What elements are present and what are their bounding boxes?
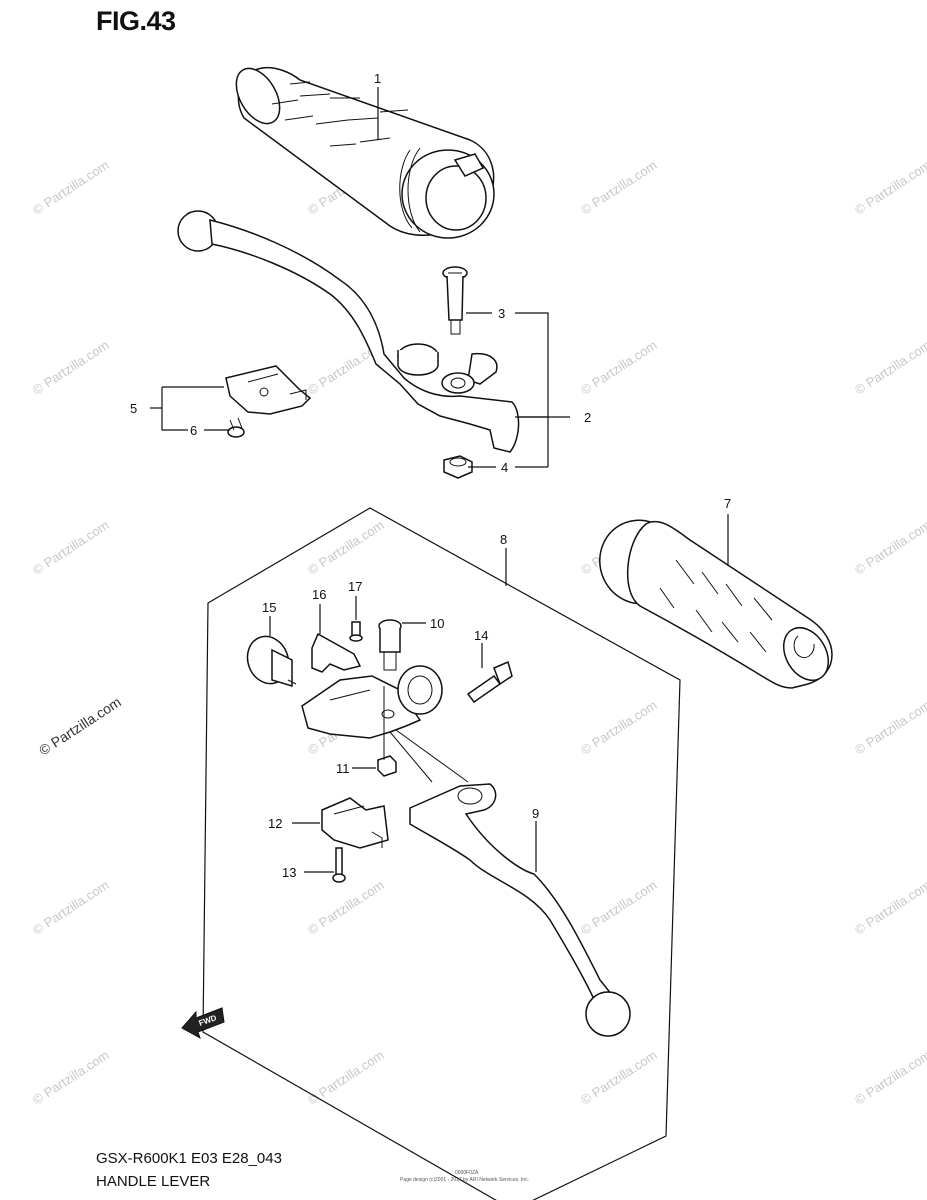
- copyright-note: Page design (c)2001 - 2017 by ARI Networ…: [400, 1177, 529, 1183]
- callout-5: 5: [130, 401, 137, 416]
- model-code: GSX-R600K1 E03 E28_043: [96, 1150, 282, 1167]
- nut-part[interactable]: [443, 455, 473, 479]
- clutch-lever-part[interactable]: [409, 783, 631, 1037]
- leader-lines: [150, 87, 729, 873]
- callout-6: 6: [190, 423, 197, 438]
- callout-7: 7: [724, 496, 731, 511]
- callout-15: 15: [262, 600, 276, 615]
- tiny-code: 0000F0ZA: [455, 1170, 479, 1176]
- bracket-part[interactable]: [311, 632, 362, 673]
- bolt-part[interactable]: [466, 660, 513, 704]
- left-grip-part[interactable]: [588, 509, 837, 689]
- section-name: HANDLE LEVER: [96, 1173, 211, 1190]
- figure-title: FIG.43: [96, 6, 176, 36]
- screw-part[interactable]: [227, 417, 245, 438]
- callout-17: 17: [348, 579, 362, 594]
- throttle-grip-part[interactable]: [227, 61, 495, 239]
- nut-part[interactable]: [377, 755, 397, 777]
- callout-12: 12: [268, 816, 282, 831]
- brake-switch-part[interactable]: [225, 365, 312, 415]
- callout-9: 9: [532, 806, 539, 821]
- pivot-bolt-part[interactable]: [442, 266, 468, 335]
- fwd-arrow-icon: FWD: [181, 1007, 225, 1040]
- callout-3: 3: [498, 306, 505, 321]
- callout-8: 8: [500, 532, 507, 547]
- pivot-bolt-part[interactable]: [378, 619, 402, 671]
- callout-10: 10: [430, 616, 444, 631]
- lever-holder-part[interactable]: [301, 665, 443, 739]
- callout-11: 11: [336, 761, 350, 776]
- brake-lever-part[interactable]: [177, 210, 520, 453]
- callout-2: 2: [584, 410, 591, 425]
- callout-4: 4: [501, 460, 508, 475]
- screw-part[interactable]: [332, 847, 346, 883]
- clutch-switch-part[interactable]: [321, 797, 389, 849]
- callout-14: 14: [474, 628, 488, 643]
- assembly-box: [202, 507, 681, 1200]
- callout-1: 1: [374, 71, 381, 86]
- adjuster-part[interactable]: [241, 631, 297, 690]
- callout-13: 13: [282, 865, 296, 880]
- screw-part[interactable]: [349, 621, 363, 642]
- callout-16: 16: [312, 587, 326, 602]
